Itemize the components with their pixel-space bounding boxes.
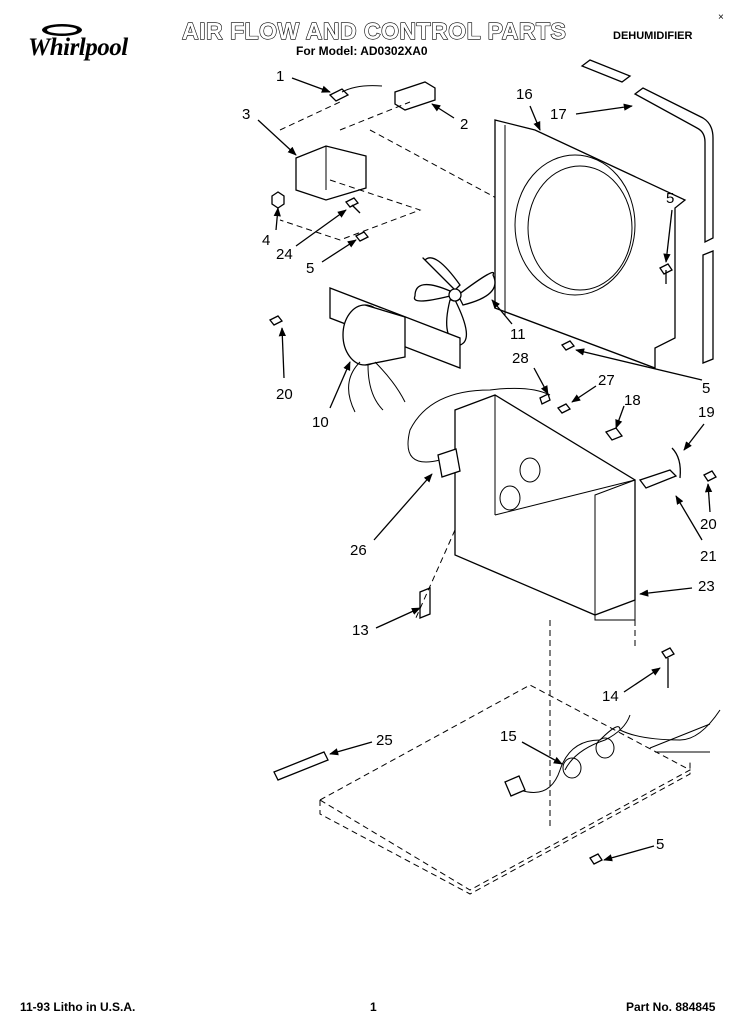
callout-23: 23 (698, 578, 715, 595)
part-20-screw-a (268, 315, 284, 326)
callout-26: 26 (350, 542, 367, 559)
part-10-fan-motor (329, 287, 461, 413)
logo-emblem (42, 24, 82, 36)
part-14-screw (661, 647, 675, 688)
callout-21: 21 (700, 548, 717, 565)
part-13-switch (419, 587, 431, 619)
callout-18: 18 (624, 392, 641, 409)
callout-13: 13 (352, 622, 369, 639)
part-2-connector-block (394, 81, 436, 111)
base-pan (318, 529, 692, 895)
callout-19: 19 (698, 404, 715, 421)
part-number: Part No. 884845 (626, 1000, 716, 1014)
callout-20-a: 20 (276, 386, 293, 403)
callout-17: 17 (550, 106, 567, 123)
callout-25: 25 (376, 732, 393, 749)
part-18-grommet (604, 427, 624, 441)
part-5-screw-d (589, 853, 603, 865)
part-28-clip (539, 393, 551, 405)
part-3-bracket (279, 101, 411, 201)
callout-11: 11 (510, 326, 526, 343)
part-5-screw-a (354, 231, 370, 242)
callout-5-a: 5 (306, 260, 315, 277)
page-title: AIR FLOW AND CONTROL PARTS (181, 17, 567, 44)
part-17-seal-strips (580, 59, 714, 364)
callout-20-b: 20 (700, 516, 717, 533)
part-5-screw-c (560, 340, 576, 351)
callout-27: 27 (598, 372, 615, 389)
callout-28: 28 (512, 350, 529, 367)
model-line: For Model: AD0302XA0 (296, 44, 428, 58)
callout-16: 16 (516, 86, 533, 103)
corner-mark: × (718, 12, 724, 23)
part-4-clip (271, 191, 285, 209)
page-number: 1 (370, 1000, 377, 1014)
callout-3: 3 (242, 106, 251, 123)
part-5-screw-b (659, 263, 673, 284)
callout-1: 1 (276, 68, 285, 85)
part-11-fan-blade (413, 257, 496, 346)
product-category: DEHUMIDIFIER (613, 30, 693, 42)
leader-lines (257, 77, 713, 862)
part-23-control-panel (454, 394, 636, 621)
part-20-screw-b (703, 470, 717, 482)
part-25-drain-fitting (273, 751, 329, 781)
assembly-guide-lines-top (279, 129, 501, 241)
part-24-screw (344, 197, 361, 214)
callout-10: 10 (312, 414, 329, 431)
callout-14: 14 (602, 688, 619, 705)
callout-5-c: 5 (702, 380, 711, 397)
callout-15: 15 (500, 728, 517, 745)
whirlpool-logo: Whirlpool (22, 20, 152, 68)
part-26-thermostat (407, 387, 551, 478)
part-21-clamp (638, 469, 678, 489)
part-27-screw (556, 403, 572, 414)
part-1-thermistor (328, 85, 383, 102)
callout-2: 2 (460, 116, 469, 133)
callout-4: 4 (262, 232, 271, 249)
litho-note: 11-93 Litho in U.S.A. (20, 1000, 136, 1014)
logo-wordmark: Whirlpool (28, 34, 128, 61)
part-15-power-cord (504, 709, 721, 797)
callout-24: 24 (276, 246, 293, 263)
callout-5-d: 5 (656, 836, 665, 853)
callout-5-b: 5 (666, 190, 675, 207)
part-19-wire (671, 447, 681, 479)
part-16-fan-shroud (494, 119, 687, 369)
